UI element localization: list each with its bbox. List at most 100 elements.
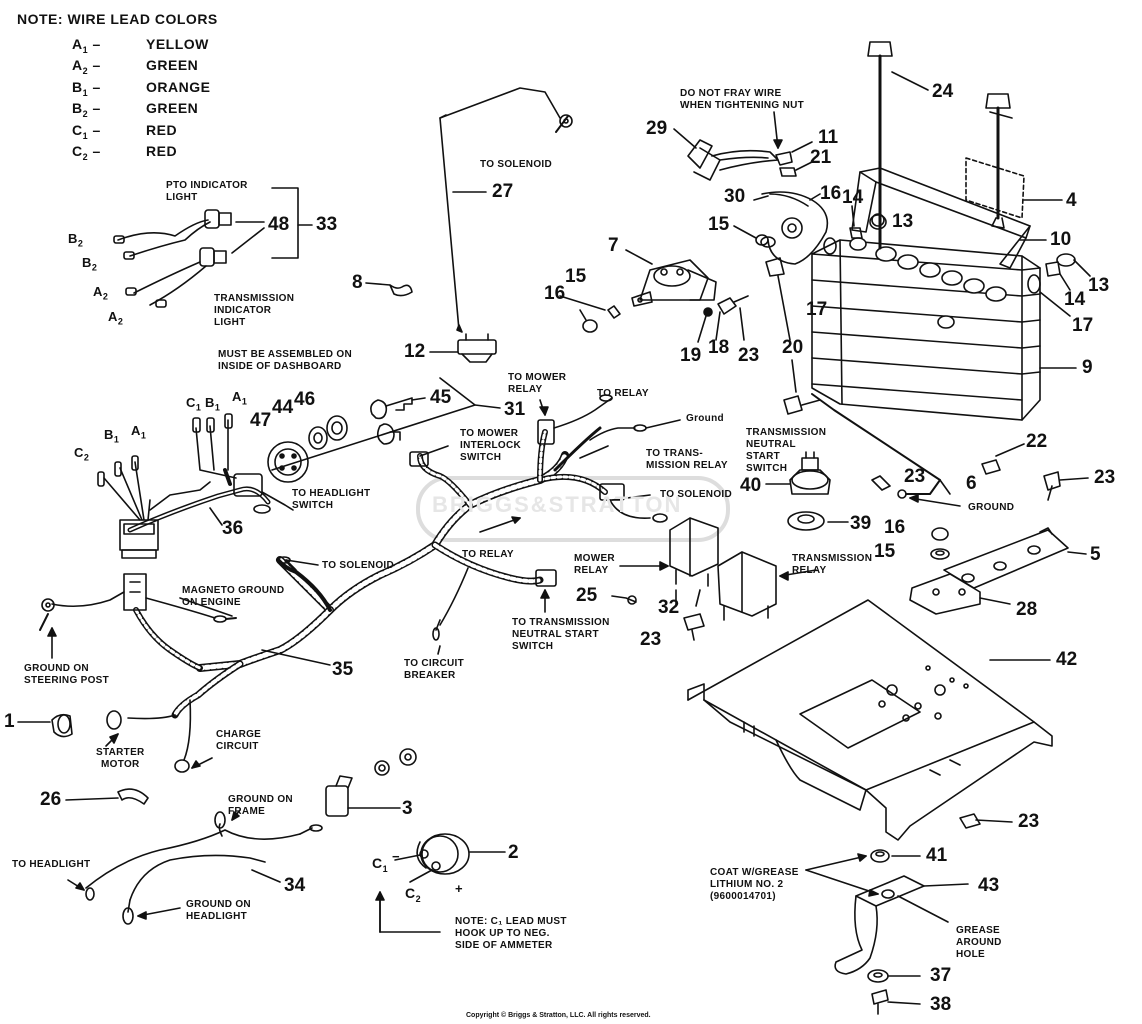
wire-tag: A2 — [108, 309, 124, 327]
lead-color: RED — [146, 122, 178, 138]
label-ground-right: GROUND — [968, 502, 1015, 513]
bracket-5 — [943, 527, 1087, 589]
callout-23e: 23 — [1018, 811, 1040, 832]
callout-31: 31 — [504, 399, 526, 420]
callout-23a: 23 — [738, 345, 760, 366]
neutral-switch-40 — [765, 451, 849, 531]
label-magneto-ground: MAGNETO GROUND ON ENGINE — [182, 585, 285, 608]
label-must-be-assembled: MUST BE ASSEMBLED ON INSIDE OF DASHBOARD — [218, 349, 352, 372]
wire-tag: A2 — [93, 284, 109, 302]
ammeter-positive-sign: + — [455, 881, 464, 896]
label-to-relay-mid: TO RELAY — [462, 549, 514, 560]
connector-29 — [673, 111, 813, 181]
wire-tag: B2 — [68, 231, 84, 249]
callout-10: 10 — [1050, 229, 1072, 250]
callout-15b: 15 — [565, 266, 587, 287]
callout-41: 41 — [926, 845, 948, 866]
callout-1: 1 — [4, 711, 15, 732]
callout-16b: 16 — [544, 283, 566, 304]
callout-47: 47 — [250, 410, 272, 431]
label-to-relay-top: TO RELAY — [597, 388, 649, 399]
label-ground-frame: GROUND ON FRAME — [228, 794, 293, 817]
callout-43: 43 — [978, 875, 1000, 896]
clip-8 — [389, 284, 413, 297]
callout-24: 24 — [932, 81, 954, 102]
callout-38: 38 — [930, 994, 952, 1015]
callout-16c: 16 — [884, 517, 906, 538]
callout-27: 27 — [492, 181, 514, 202]
lead-code: A1 – — [72, 36, 101, 55]
callout-19: 19 — [680, 345, 702, 366]
switch-3 — [325, 748, 417, 817]
callout-14a: 14 — [842, 187, 864, 208]
bushing-1 — [17, 713, 73, 738]
wire-tag: C2 — [74, 445, 90, 463]
label-note-c1: NOTE: C₁ LEAD MUST HOOK UP TO NEG. SIDE … — [455, 916, 567, 951]
wire-tag: B2 — [82, 255, 98, 273]
label-to-headlight-switch: TO HEADLIGHT SWITCH — [292, 488, 371, 511]
label-to-solenoid-top: TO SOLENOID — [480, 159, 553, 170]
relay-32b — [717, 551, 777, 621]
label-mower-relay: MOWER RELAY — [574, 553, 615, 576]
key-45 — [370, 397, 413, 445]
wire-tag: A1 — [232, 389, 248, 407]
label-to-trans-neutral: TO TRANSMISSION NEUTRAL START SWITCH — [512, 617, 610, 652]
label-to-circuit-breaker: TO CIRCUIT BREAKER — [404, 658, 465, 681]
callout-34: 34 — [284, 875, 306, 896]
label-to-trans-relay: TO TRANS- MISSION RELAY — [646, 448, 728, 471]
callout-32: 32 — [658, 597, 680, 618]
lead-code: C1 – — [72, 122, 101, 141]
lead-color: RED — [146, 143, 178, 159]
callout-14b: 14 — [1064, 289, 1086, 310]
wire-27 — [439, 87, 561, 331]
label-charge-circuit: CHARGE CIRCUIT — [216, 729, 262, 752]
callout-44: 44 — [272, 397, 294, 418]
switch-part-44-47 — [267, 415, 348, 483]
callout-17b: 17 — [1072, 315, 1094, 336]
callout-35: 35 — [332, 659, 354, 680]
wire-tag: A1 — [131, 423, 147, 441]
callout-16a: 16 — [820, 183, 842, 204]
callout-7: 7 — [608, 235, 619, 256]
copyright: Copyright © Briggs & Stratton, LLC. All … — [466, 1012, 651, 1019]
callout-8: 8 — [352, 272, 363, 293]
lead-color: ORANGE — [146, 79, 211, 95]
callout-48: 48 — [268, 214, 290, 235]
label-ground-headlight: GROUND ON HEADLIGHT — [186, 899, 251, 922]
label-coat-grease: COAT W/GREASE LITHIUM NO. 2 (9600014701) — [710, 867, 799, 902]
transmission-indicator-light-part — [125, 247, 227, 308]
frame-42 — [687, 599, 1053, 841]
callout-23c: 23 — [1094, 467, 1116, 488]
callout-39: 39 — [850, 513, 872, 534]
callout-4: 4 — [1066, 190, 1077, 211]
callout-25: 25 — [576, 585, 598, 606]
callout-20: 20 — [782, 337, 804, 358]
wire-tag: C1 — [186, 395, 202, 413]
connector-36 — [97, 455, 211, 559]
label-to-headlight: TO HEADLIGHT — [12, 859, 91, 870]
label-to-solenoid-mid: TO SOLENOID — [322, 560, 395, 571]
bracket-48 — [271, 187, 299, 259]
headlight-harness-34 — [67, 809, 323, 925]
connector-12 — [429, 333, 497, 363]
callout-15c: 15 — [874, 541, 896, 562]
callout-18: 18 — [708, 337, 730, 358]
watermark-text: BRIGGS&STRATTON — [432, 492, 683, 517]
label-to-mower-interlock: TO MOWER INTERLOCK SWITCH — [460, 428, 522, 463]
callout-45: 45 — [430, 387, 452, 408]
callout-23d: 23 — [640, 629, 662, 650]
clip-26 — [117, 788, 149, 805]
callout-30: 30 — [724, 186, 746, 207]
lead-color: GREEN — [146, 57, 199, 73]
lead-color: GREEN — [146, 100, 199, 116]
lead-code: B1 – — [72, 79, 101, 98]
lead-code: C2 – — [72, 143, 101, 162]
callout-11: 11 — [818, 127, 839, 148]
label-ground-top: Ground — [686, 413, 724, 424]
label-ground-steering: GROUND ON STEERING POST — [24, 663, 110, 686]
lead-code: A2 – — [72, 57, 101, 76]
hold-down-10 — [851, 167, 1047, 269]
wire-tag: C1 — [372, 855, 389, 874]
wiring-harness-35 — [127, 426, 608, 719]
relay-32a — [669, 517, 719, 587]
